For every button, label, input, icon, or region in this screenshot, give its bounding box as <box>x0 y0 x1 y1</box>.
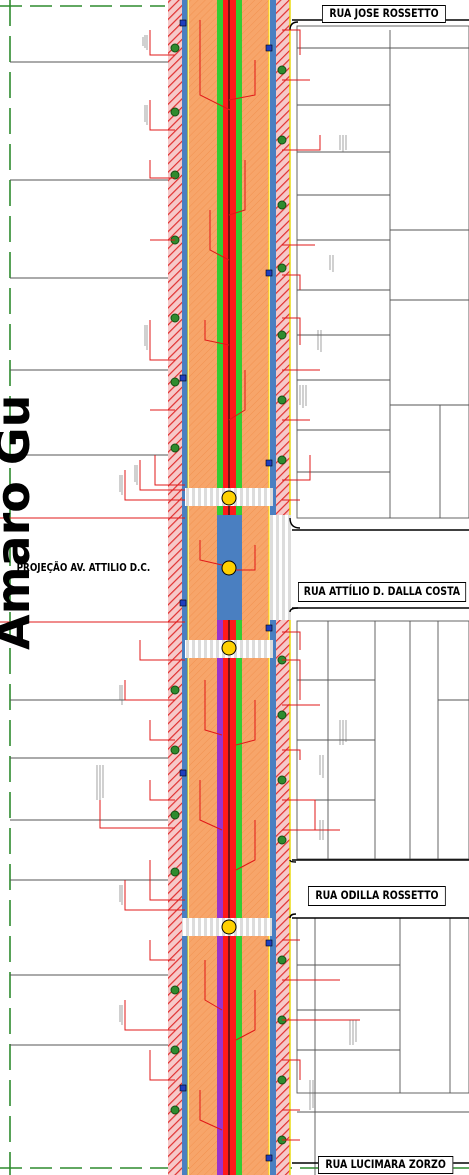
left-hatched-sidewalk <box>168 0 182 1175</box>
annotation-leaders-left <box>0 30 185 1081</box>
annotation-leaders-center <box>199 20 256 1131</box>
right-lot-lines-bottom <box>296 917 469 1175</box>
street-label-top: RUA JOSE ROSSETTO <box>322 5 446 23</box>
right-lot-lines-middle <box>296 620 469 860</box>
curb-corners <box>289 21 301 919</box>
annotation-text-blocks <box>96 35 357 1110</box>
street-label-lucimara: RUA LUCIMARA ZORZO <box>318 1156 454 1174</box>
crosswalks <box>182 488 292 936</box>
annotation-leaders-right <box>282 29 360 1141</box>
tree-markers-left <box>170 43 180 1115</box>
projection-label: PROJEÇÃO AV. ATTILIO D.C. <box>15 560 152 575</box>
left-lot-lines <box>10 61 168 1046</box>
side-vertical-text: Amaro Gu <box>0 394 40 650</box>
traffic-signal-markers <box>221 490 237 935</box>
tree-markers-right <box>277 65 287 1145</box>
street-label-attilio: RUA ATTÍLIO D. DALLA COSTA <box>298 582 466 602</box>
signage-markers <box>179 19 273 1162</box>
left-bike-lane <box>182 0 188 1175</box>
street-label-odilla: RUA ODILLA ROSSETTO <box>308 886 446 906</box>
right-lot-lines-top <box>296 25 469 519</box>
